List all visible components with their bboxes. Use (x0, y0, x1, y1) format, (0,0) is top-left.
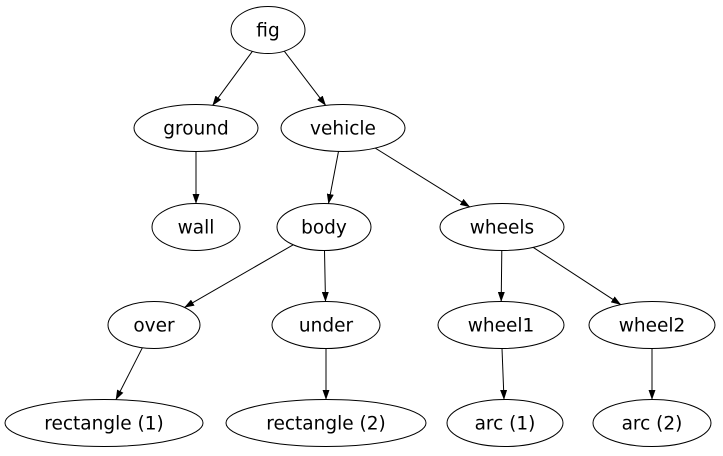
node-under: under (271, 301, 381, 349)
node-label-wheel2: wheel2 (619, 315, 686, 336)
edge-body-under (321, 250, 329, 302)
node-label-rectangle1: rectangle (1) (44, 413, 163, 434)
node-arc1: arc (1) (446, 399, 564, 447)
node-label-rectangle2: rectangle (2) (266, 413, 385, 434)
node-rectangle1: rectangle (1) (4, 399, 204, 447)
node-rectangle2: rectangle (2) (225, 399, 427, 447)
node-ellipse-under (271, 301, 381, 349)
node-label-over: over (133, 315, 175, 336)
edge-wheels-wheel2 (532, 246, 622, 306)
edge-fig-ground (212, 51, 253, 106)
node-ellipse-body (276, 203, 372, 251)
node-vehicle: vehicle (280, 104, 406, 152)
node-arc2: arc (2) (592, 399, 712, 447)
edge-vehicle-wheels (374, 147, 471, 208)
node-label-fig: fig (256, 20, 279, 41)
node-ellipse-rectangle2 (225, 399, 427, 447)
node-ellipse-arc2 (592, 399, 712, 447)
node-label-wheels: wheels (470, 217, 534, 238)
node-wheels: wheels (439, 203, 565, 251)
edge-over-rectangle1 (115, 347, 143, 401)
node-label-vehicle: vehicle (310, 118, 376, 139)
edge-body-over (184, 244, 294, 308)
node-ellipse-vehicle (280, 104, 406, 152)
node-ellipse-wheel1 (437, 301, 565, 349)
node-ellipse-rectangle1 (4, 399, 204, 447)
node-ellipse-wheel2 (588, 301, 716, 349)
node-wall: wall (151, 203, 241, 251)
edge-vehicle-body (326, 151, 339, 204)
node-ellipse-ground (133, 104, 259, 152)
node-wheel2: wheel2 (588, 301, 716, 349)
node-over: over (107, 301, 201, 349)
node-label-ground: ground (163, 118, 228, 139)
node-label-body: body (301, 217, 347, 238)
node-ellipse-wheels (439, 203, 565, 251)
node-ellipse-over (107, 301, 201, 349)
node-ground: ground (133, 104, 259, 152)
node-label-wheel1: wheel1 (468, 315, 535, 336)
edge-fig-vehicle (283, 50, 327, 106)
node-label-arc1: arc (1) (475, 413, 536, 434)
edge-wheel1-arc1 (500, 348, 508, 400)
edge-wheels-wheel1 (497, 250, 505, 302)
node-ellipse-fig (230, 6, 306, 54)
node-label-arc2: arc (2) (622, 413, 683, 434)
node-ellipse-wall (151, 203, 241, 251)
node-label-under: under (299, 315, 354, 336)
node-body: body (276, 203, 372, 251)
node-ellipse-arc1 (446, 399, 564, 447)
node-label-wall: wall (178, 217, 215, 238)
node-wheel1: wheel1 (437, 301, 565, 349)
node-fig: fig (230, 6, 306, 54)
